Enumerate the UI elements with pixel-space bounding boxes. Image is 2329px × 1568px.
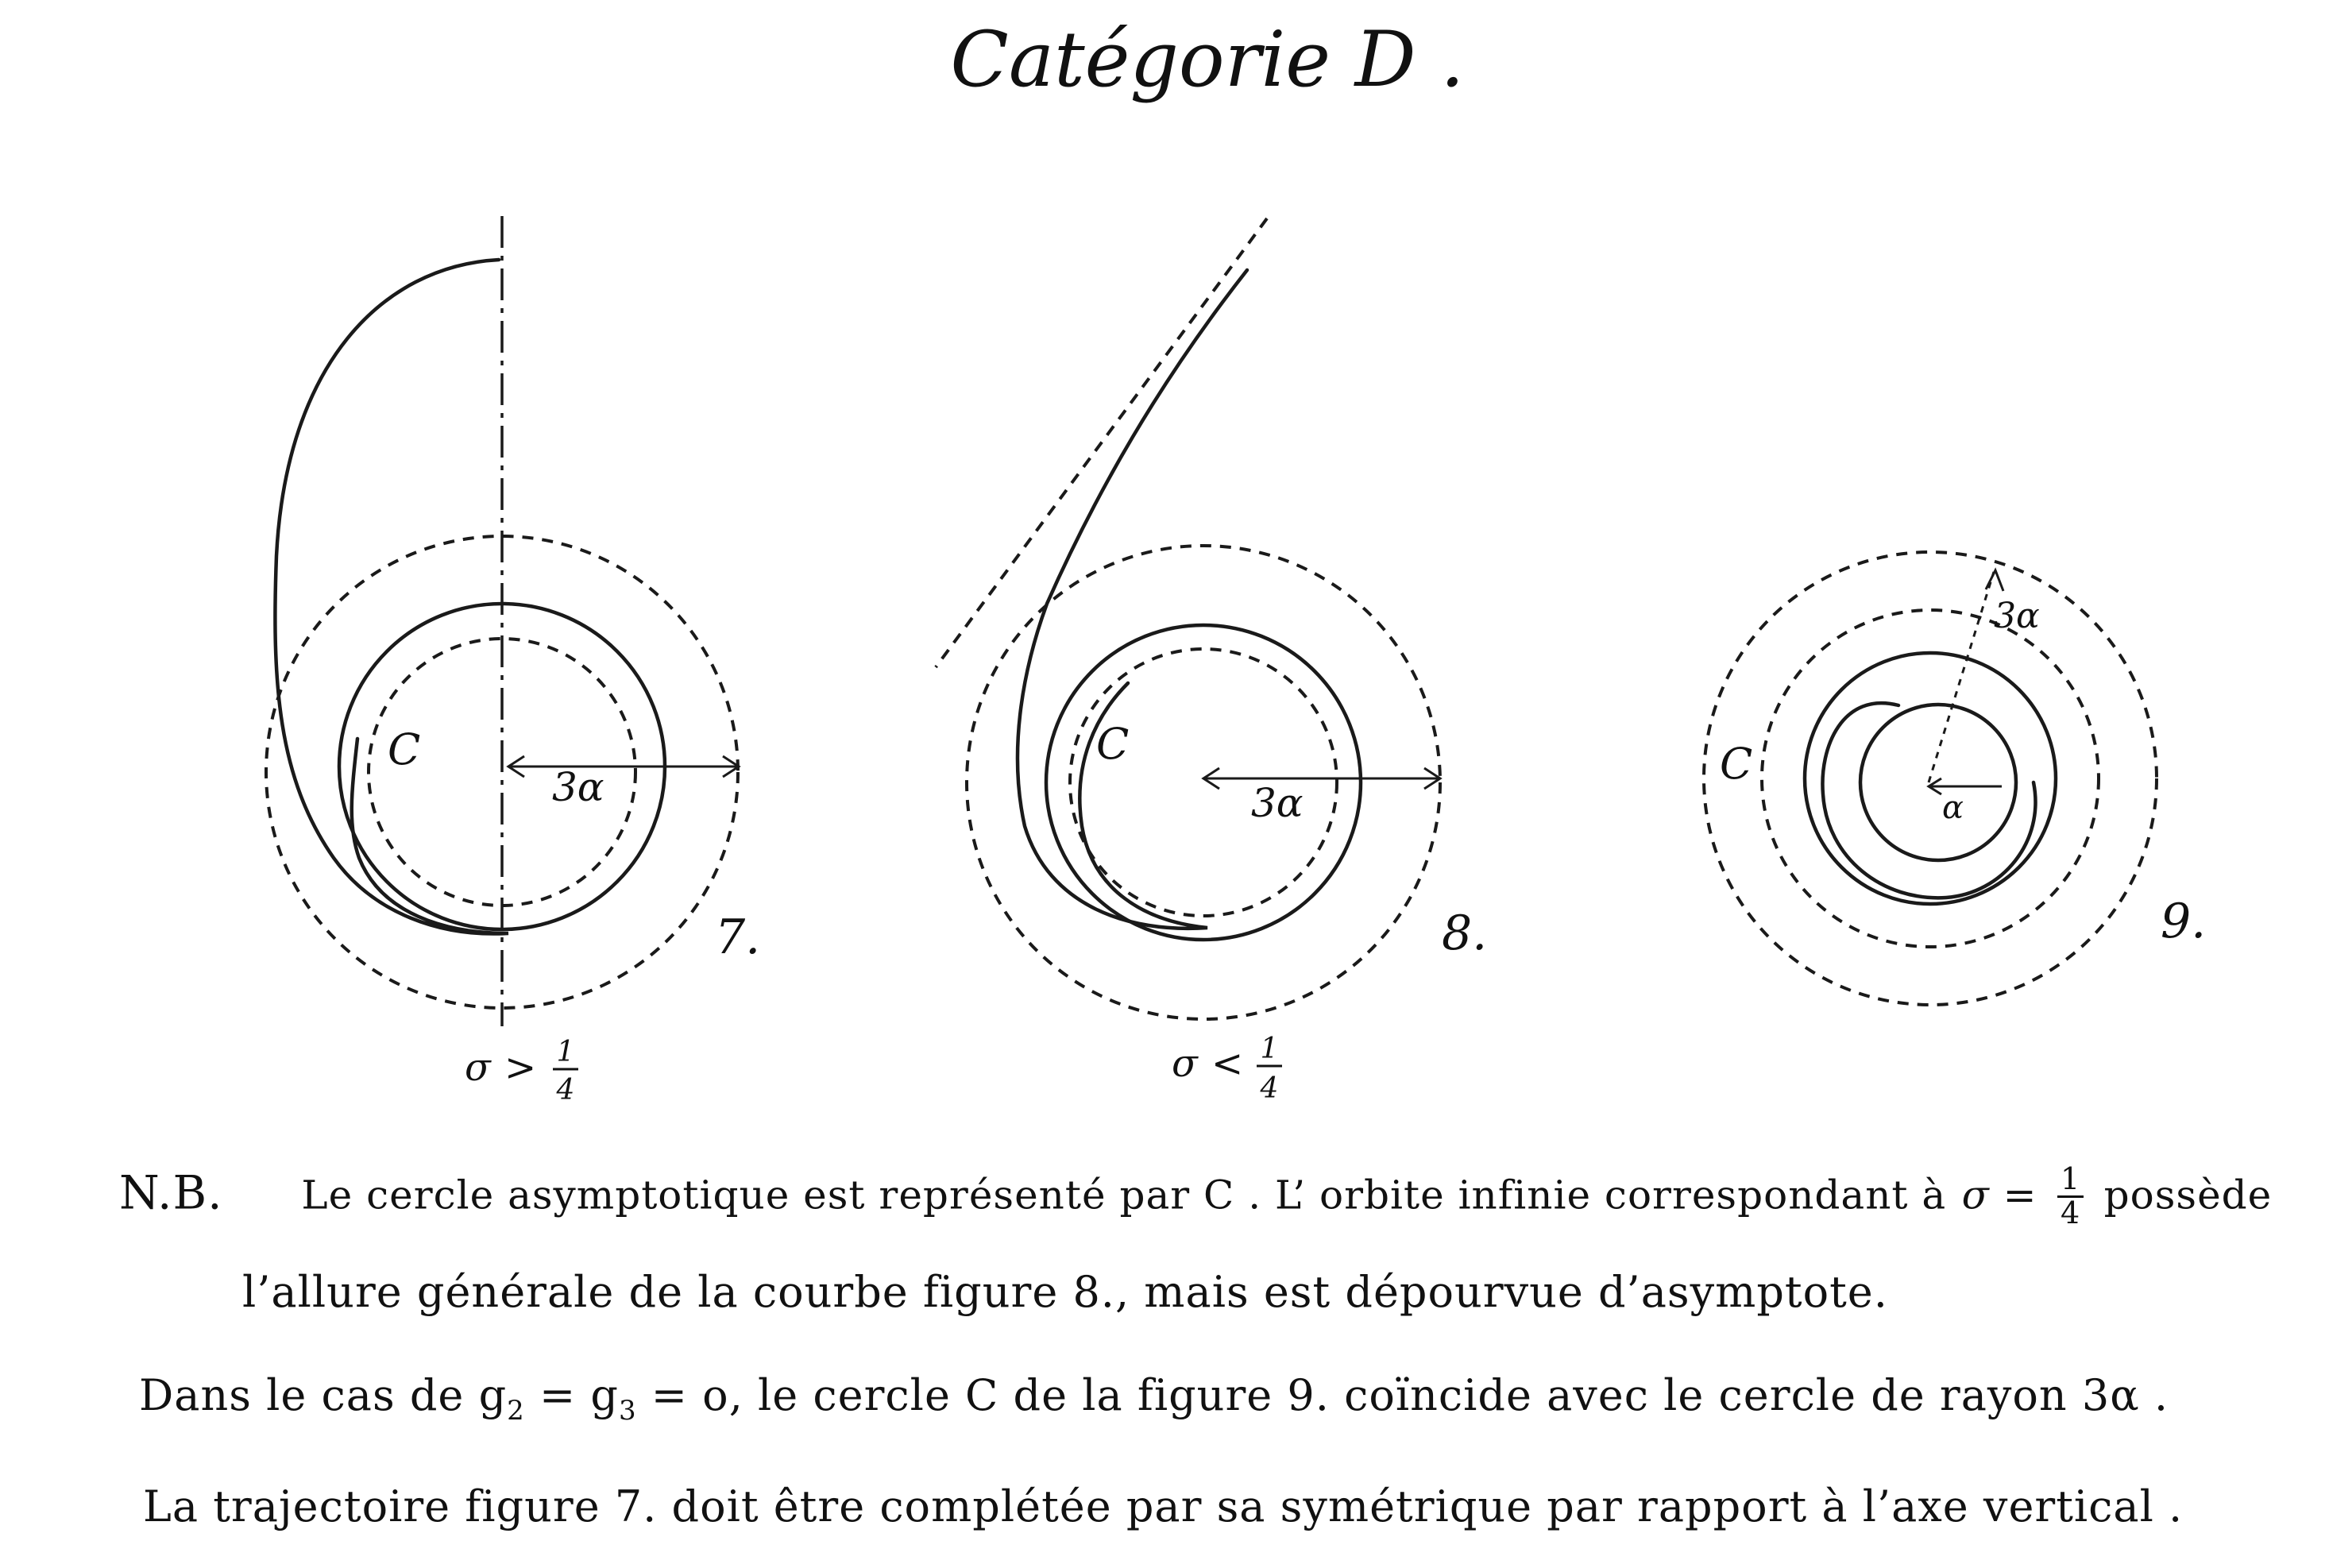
g2-symbol: g2 (478, 1370, 525, 1427)
svg-text:σ: σ (1172, 1041, 1199, 1086)
fig7-radius-arrow (506, 755, 741, 778)
fig8-inner-dashed-circle (1068, 647, 1338, 917)
svg-text:4: 4 (1260, 1072, 1279, 1105)
fig9-inner-circle (1858, 702, 2018, 863)
note-line-4: La trajectoire figure 7. doit être compl… (143, 1481, 2184, 1531)
nb-label: N.B. (119, 1165, 223, 1220)
fig8-condition: σ < 1 4 (1172, 1033, 1282, 1105)
note-line-2: l’allure générale de la courbe figure 8.… (242, 1267, 1888, 1317)
fig9-small-radius-label: α (1942, 790, 1964, 826)
fig9-radius-line (1927, 571, 1995, 783)
fig9-number: 9. (2161, 894, 2206, 949)
fig7-inner-dashed-circle (367, 637, 637, 907)
note-line-1: N.B. Le cercle asymptotique est représen… (119, 1163, 2273, 1230)
svg-text:σ: σ (465, 1045, 492, 1090)
note-line-1-end: possède (2103, 1172, 2273, 1218)
note-line-1-fraction: 1 4 (2057, 1163, 2084, 1230)
fig8-circle-label: C (1096, 719, 1129, 769)
fig7-radius-label: 3α (552, 764, 604, 810)
fig9-middle-dashed-circle (1760, 608, 2100, 948)
page-title: Catégorie D . (950, 15, 1464, 104)
svg-text:<: < (1211, 1041, 1243, 1086)
fig9-outer-dashed-circle (1702, 550, 2158, 1006)
fig7-outer-dashed-circle (265, 535, 740, 1010)
fig9-radius-label: 3α (1994, 596, 2040, 636)
figure-9: C 3α α 9. (1702, 550, 2206, 1006)
svg-text:4: 4 (556, 1074, 575, 1106)
fig8-asymptotic-circle-c (1044, 623, 1363, 942)
fig7-trajectory (273, 257, 509, 936)
note-line-3: Dans le cas de g2 = g3 = o, le cercle C … (139, 1370, 2169, 1427)
fig9-small-radius-arrow (1926, 777, 2002, 796)
fig8-trajectory (1015, 268, 1249, 931)
note-line-1-sigma: σ = (1961, 1172, 2037, 1218)
figure-7: C 3α 7. σ > 1 4 (265, 216, 760, 1106)
fig9-asymptotic-circle-c (1802, 651, 2058, 906)
fig8-asymptote (934, 217, 1269, 669)
fig8-outer-dashed-circle (965, 544, 1442, 1021)
fig8-radius-label: 3α (1251, 780, 1304, 826)
svg-text:>: > (504, 1045, 536, 1090)
svg-text:1: 1 (557, 1036, 575, 1068)
fig7-condition: σ > 1 4 (465, 1036, 578, 1106)
fig9-circle-label: C (1720, 739, 1752, 789)
fig7-number: 7. (715, 910, 760, 965)
g3-symbol: g3 (590, 1370, 637, 1427)
fig8-radius-arrow (1201, 767, 1443, 790)
svg-text:1: 1 (1261, 1033, 1279, 1065)
fig9-trajectory (1821, 701, 2037, 900)
note-line-1-text: Le cercle asymptotique est représenté pa… (301, 1172, 1947, 1218)
fig7-circle-label: C (388, 724, 420, 774)
fig8-number: 8. (1442, 906, 1487, 961)
figure-8: C 3α 8. σ < 1 4 (934, 217, 1487, 1105)
